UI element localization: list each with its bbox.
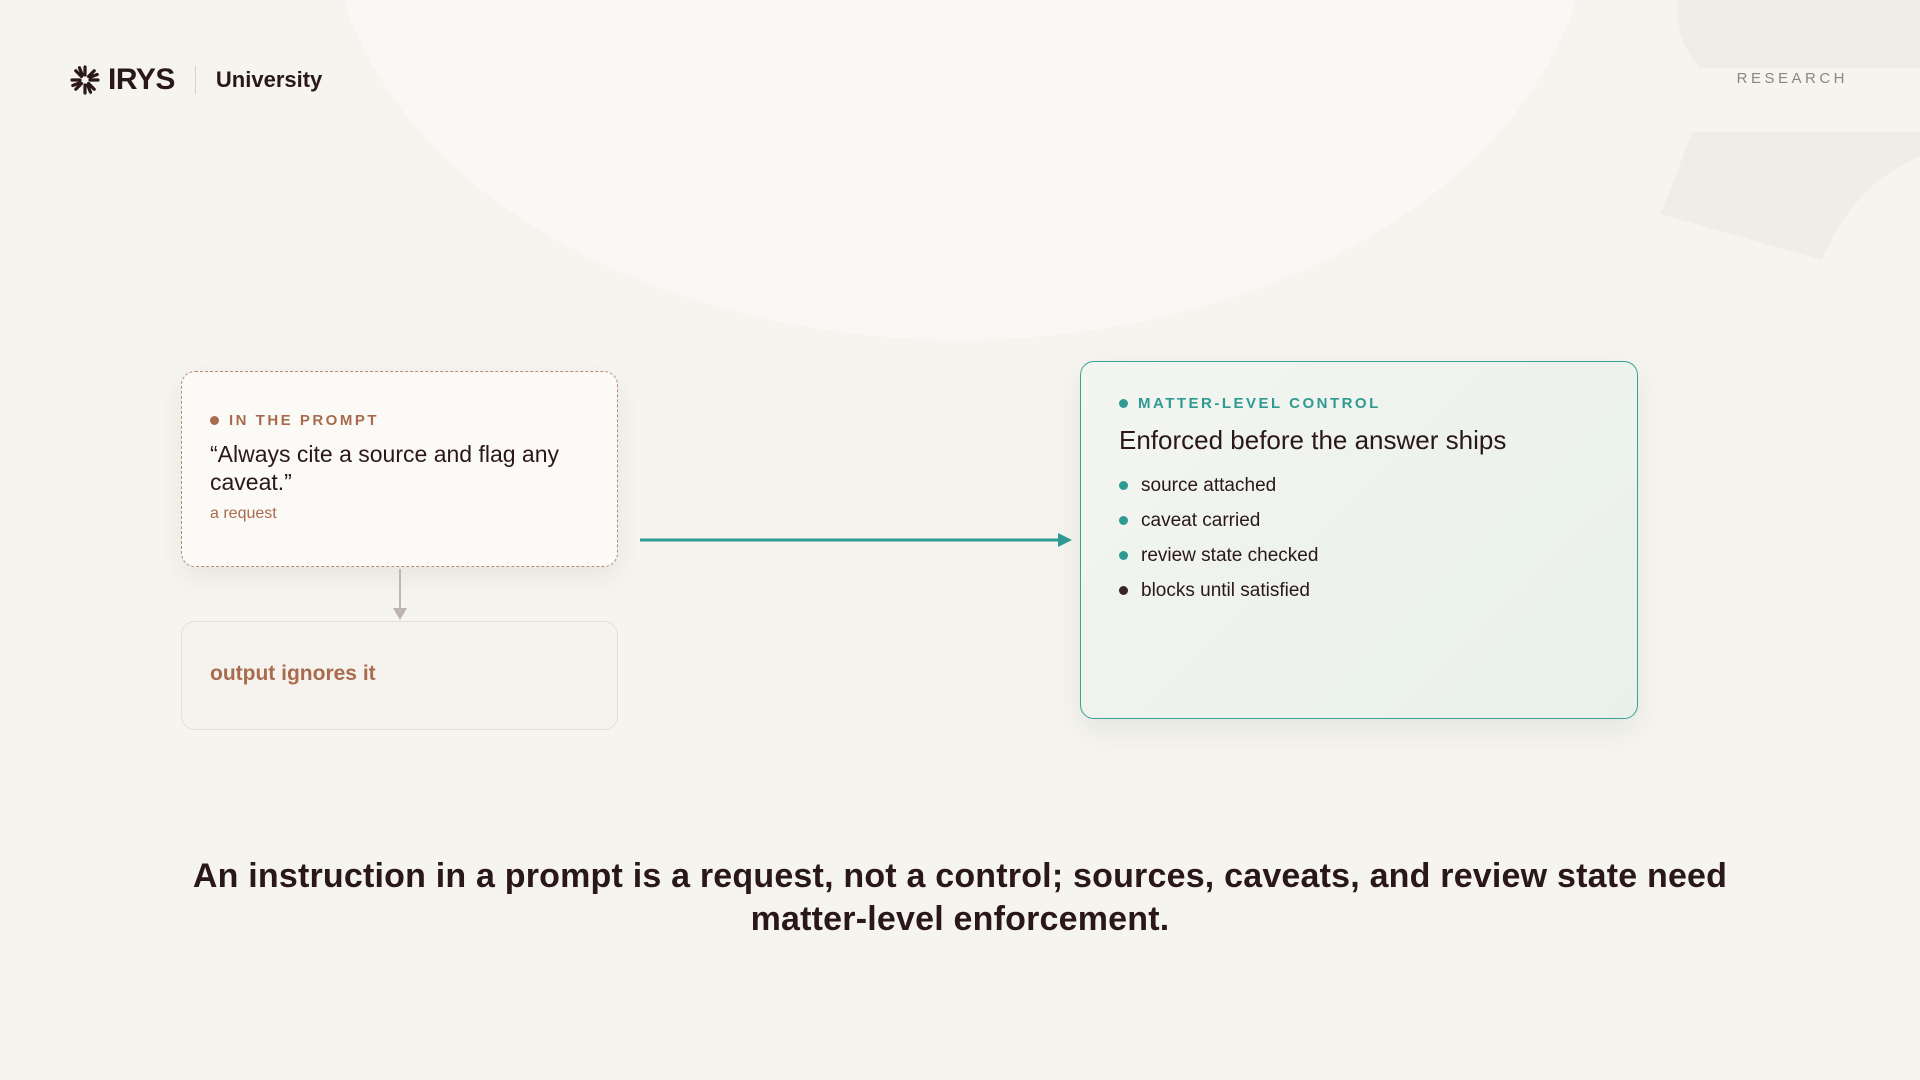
down-arrow [393, 569, 407, 620]
list-item: source attached [1119, 468, 1599, 503]
output-text: output ignores it [210, 662, 376, 685]
control-eyebrow: MATTER-LEVEL CONTROL [1119, 395, 1599, 412]
bullet-dot [1119, 481, 1128, 490]
starburst-logo-icon [70, 65, 100, 95]
section-tag: RESEARCH [1736, 70, 1848, 87]
control-list: source attached caveat carried review st… [1119, 468, 1599, 608]
prompt-eyebrow: IN THE PROMPT [210, 412, 589, 429]
list-item-label: review state checked [1141, 544, 1319, 566]
bullet-dot [210, 416, 219, 425]
prompt-eyebrow-label: IN THE PROMPT [229, 412, 380, 429]
prompt-quote: “Always cite a source and flag any cavea… [210, 441, 560, 495]
list-item: review state checked [1119, 538, 1599, 573]
list-item-label: source attached [1141, 474, 1277, 496]
list-item: blocks until satisfied [1119, 573, 1599, 608]
bullet-dot [1119, 551, 1128, 560]
right-arrow [640, 533, 1072, 547]
list-item-label: caveat carried [1141, 509, 1261, 531]
list-item-label: blocks until satisfied [1141, 579, 1310, 601]
control-box: MATTER-LEVEL CONTROL Enforced before the… [1080, 361, 1638, 719]
brand-name: IRYS [108, 63, 175, 96]
list-item: caveat carried [1119, 503, 1599, 538]
bullet-dot [1119, 399, 1128, 408]
conclusion-text: An instruction in a prompt is a request,… [192, 857, 1728, 938]
section-name: University [215, 67, 323, 92]
bullet-dot [1119, 586, 1128, 595]
corner-decoration [1620, 0, 1920, 260]
control-eyebrow-label: MATTER-LEVEL CONTROL [1138, 395, 1381, 412]
prompt-box: IN THE PROMPT “Always cite a source and … [181, 371, 618, 567]
control-title: Enforced before the answer ships [1119, 425, 1507, 455]
bullet-dot [1119, 516, 1128, 525]
output-box: output ignores it [181, 621, 618, 730]
header-divider [194, 66, 196, 94]
header: IRYS University [70, 60, 322, 100]
prompt-caption: a request [210, 505, 277, 522]
